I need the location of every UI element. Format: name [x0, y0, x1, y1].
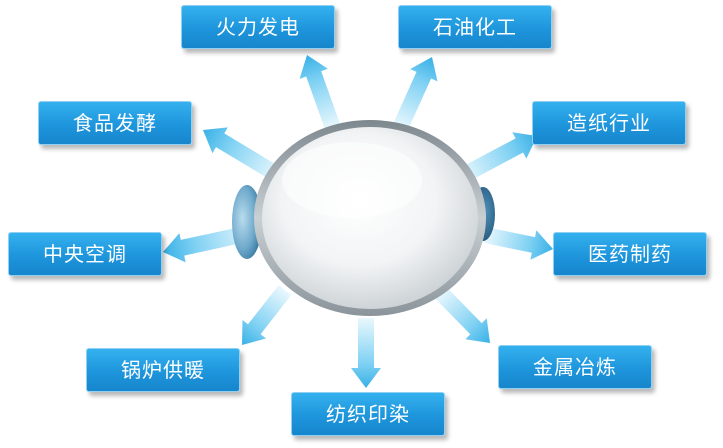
- arrow-to-boiler: [242, 285, 292, 345]
- arrow-to-paper: [458, 132, 537, 184]
- arrow-to-pharma: [483, 227, 553, 260]
- node-textile-dyeing: 纺织印染: [291, 392, 445, 436]
- node-paper-industry: 造纸行业: [532, 101, 686, 145]
- left-side-lobe: [232, 185, 262, 259]
- node-food-fermentation: 食品发酵: [38, 101, 192, 145]
- arrow-to-metal: [434, 286, 490, 343]
- arrow-to-power: [299, 55, 341, 131]
- node-boiler-heating: 锅炉供暖: [86, 348, 240, 392]
- central-lens: [232, 120, 495, 316]
- node-metal-smelting: 金属冶炼: [498, 345, 652, 389]
- arrow-to-textile: [351, 318, 381, 388]
- arrow-to-food: [203, 127, 283, 182]
- node-power-generation: 火力发电: [181, 5, 335, 49]
- lens-highlight: [282, 142, 422, 218]
- node-central-air-conditioning: 中央空调: [8, 232, 162, 276]
- node-petrochemical: 石油化工: [398, 5, 552, 49]
- node-pharmaceutical: 医药制药: [553, 232, 707, 276]
- arrow-to-petro: [392, 57, 438, 132]
